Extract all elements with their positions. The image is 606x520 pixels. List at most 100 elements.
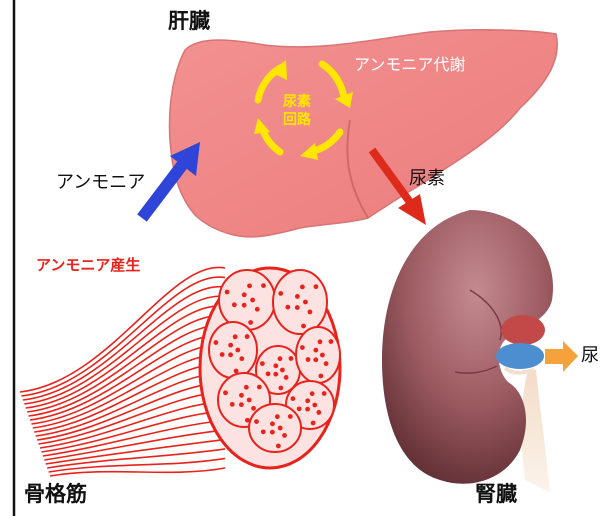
muscle-dot — [232, 302, 237, 307]
muscle-dot — [295, 294, 300, 299]
muscle-dot — [233, 334, 238, 339]
muscle-fiber — [20, 267, 225, 392]
muscle-dot — [306, 357, 311, 362]
muscle-dot — [214, 340, 219, 345]
muscle-dot — [284, 375, 289, 380]
muscle-dot — [247, 283, 252, 288]
kidney-label: 腎臓 — [475, 484, 517, 505]
muscle-dot — [300, 285, 305, 290]
muscle-dot — [261, 283, 266, 288]
muscle-dot — [310, 391, 315, 396]
muscle-dot — [260, 361, 265, 366]
muscle-dot — [291, 396, 296, 401]
muscle-fiber — [44, 430, 225, 460]
muscle-dot — [239, 356, 244, 361]
muscle-dot — [322, 391, 327, 396]
muscle-dot — [311, 421, 316, 426]
muscle-dot — [244, 385, 249, 390]
muscle-dot — [305, 407, 310, 412]
muscle-dot — [313, 357, 318, 362]
muscle-dot — [255, 307, 260, 312]
muscle-dot — [223, 390, 228, 395]
ureter — [522, 370, 550, 492]
muscle-dot — [270, 430, 275, 435]
muscle-dot — [278, 291, 283, 296]
muscle-dot — [276, 444, 281, 449]
muscle-dot — [300, 345, 305, 350]
muscle-fiber — [49, 458, 225, 472]
ammonia-metabolism-label: アンモニア代謝 — [354, 57, 465, 73]
muscle-dot — [314, 284, 319, 289]
muscle-dot — [225, 290, 230, 295]
ammonia-label: アンモニア — [56, 174, 145, 192]
muscle-bundle — [219, 270, 275, 330]
skeletal-muscle-label: 骨格筋 — [24, 484, 87, 505]
muscle-dot — [251, 406, 256, 411]
muscle-dot — [248, 320, 253, 325]
muscle-dot — [273, 372, 278, 377]
urine-label: 尿 — [581, 347, 599, 365]
muscle-dot — [288, 414, 293, 419]
muscle-bundle — [296, 327, 340, 383]
muscle-dot — [285, 305, 290, 310]
muscle-dot — [228, 343, 233, 348]
muscle-dot — [270, 421, 275, 426]
muscle-dot — [273, 363, 278, 368]
muscle-dot — [239, 402, 244, 407]
muscle-dot — [230, 402, 235, 407]
ammonia-production-label: アンモニア産生 — [36, 258, 140, 273]
muscle-dot — [247, 398, 252, 403]
muscle-dot — [318, 374, 323, 379]
muscle-dot — [308, 309, 313, 314]
urea-label: 尿素 — [409, 170, 445, 188]
muscle-bundle — [249, 404, 301, 452]
muscle-dot — [282, 433, 287, 438]
renal-vessel-red — [501, 315, 545, 345]
kidney — [382, 210, 553, 492]
muscle-fiber — [29, 325, 225, 416]
muscle-dot — [235, 348, 240, 353]
muscle-dot — [234, 369, 239, 374]
muscle-dot — [245, 334, 250, 339]
muscle-dot — [305, 398, 310, 403]
muscle-dot — [220, 352, 225, 357]
muscle-dot — [278, 426, 283, 431]
urea-cycle-label-line1: 尿素 — [283, 95, 311, 109]
muscle-dot — [324, 361, 329, 366]
muscle-dot — [278, 386, 283, 391]
muscle-dot — [254, 419, 259, 424]
muscle-dot — [312, 403, 317, 408]
muscle-bundle — [273, 270, 327, 334]
skeletal-muscle — [20, 267, 340, 476]
muscle-fiber — [39, 392, 225, 444]
muscle-dot — [318, 339, 323, 344]
muscle-dot — [239, 393, 244, 398]
muscle-dot — [228, 352, 233, 357]
liver-label: 肝臓 — [168, 11, 210, 32]
muscle-dot — [242, 303, 247, 308]
muscle-dot — [278, 356, 283, 361]
muscle-dot — [303, 300, 308, 305]
muscle-dot — [297, 406, 302, 411]
muscle-dot — [320, 353, 325, 358]
muscle-dot — [266, 371, 271, 376]
muscle-bundle — [209, 322, 257, 378]
muscle-fibers — [20, 267, 225, 476]
muscle-dot — [313, 348, 318, 353]
muscle-dot — [242, 292, 247, 297]
muscle-dot — [289, 356, 294, 361]
muscle-dot — [275, 414, 280, 419]
muscle-dot — [261, 429, 266, 434]
muscle-dot — [257, 385, 262, 390]
muscle-dot — [329, 339, 334, 344]
renal-vessel-blue — [496, 343, 544, 369]
muscle-dot — [280, 368, 285, 373]
muscle-dot — [301, 324, 306, 329]
muscle-dot — [316, 410, 321, 415]
muscle-dot — [295, 305, 300, 310]
muscle-dot — [250, 298, 255, 303]
muscle-dot — [245, 418, 250, 423]
urine-arrow — [545, 341, 578, 372]
urea-cycle-label-line2: 回路 — [283, 113, 311, 127]
